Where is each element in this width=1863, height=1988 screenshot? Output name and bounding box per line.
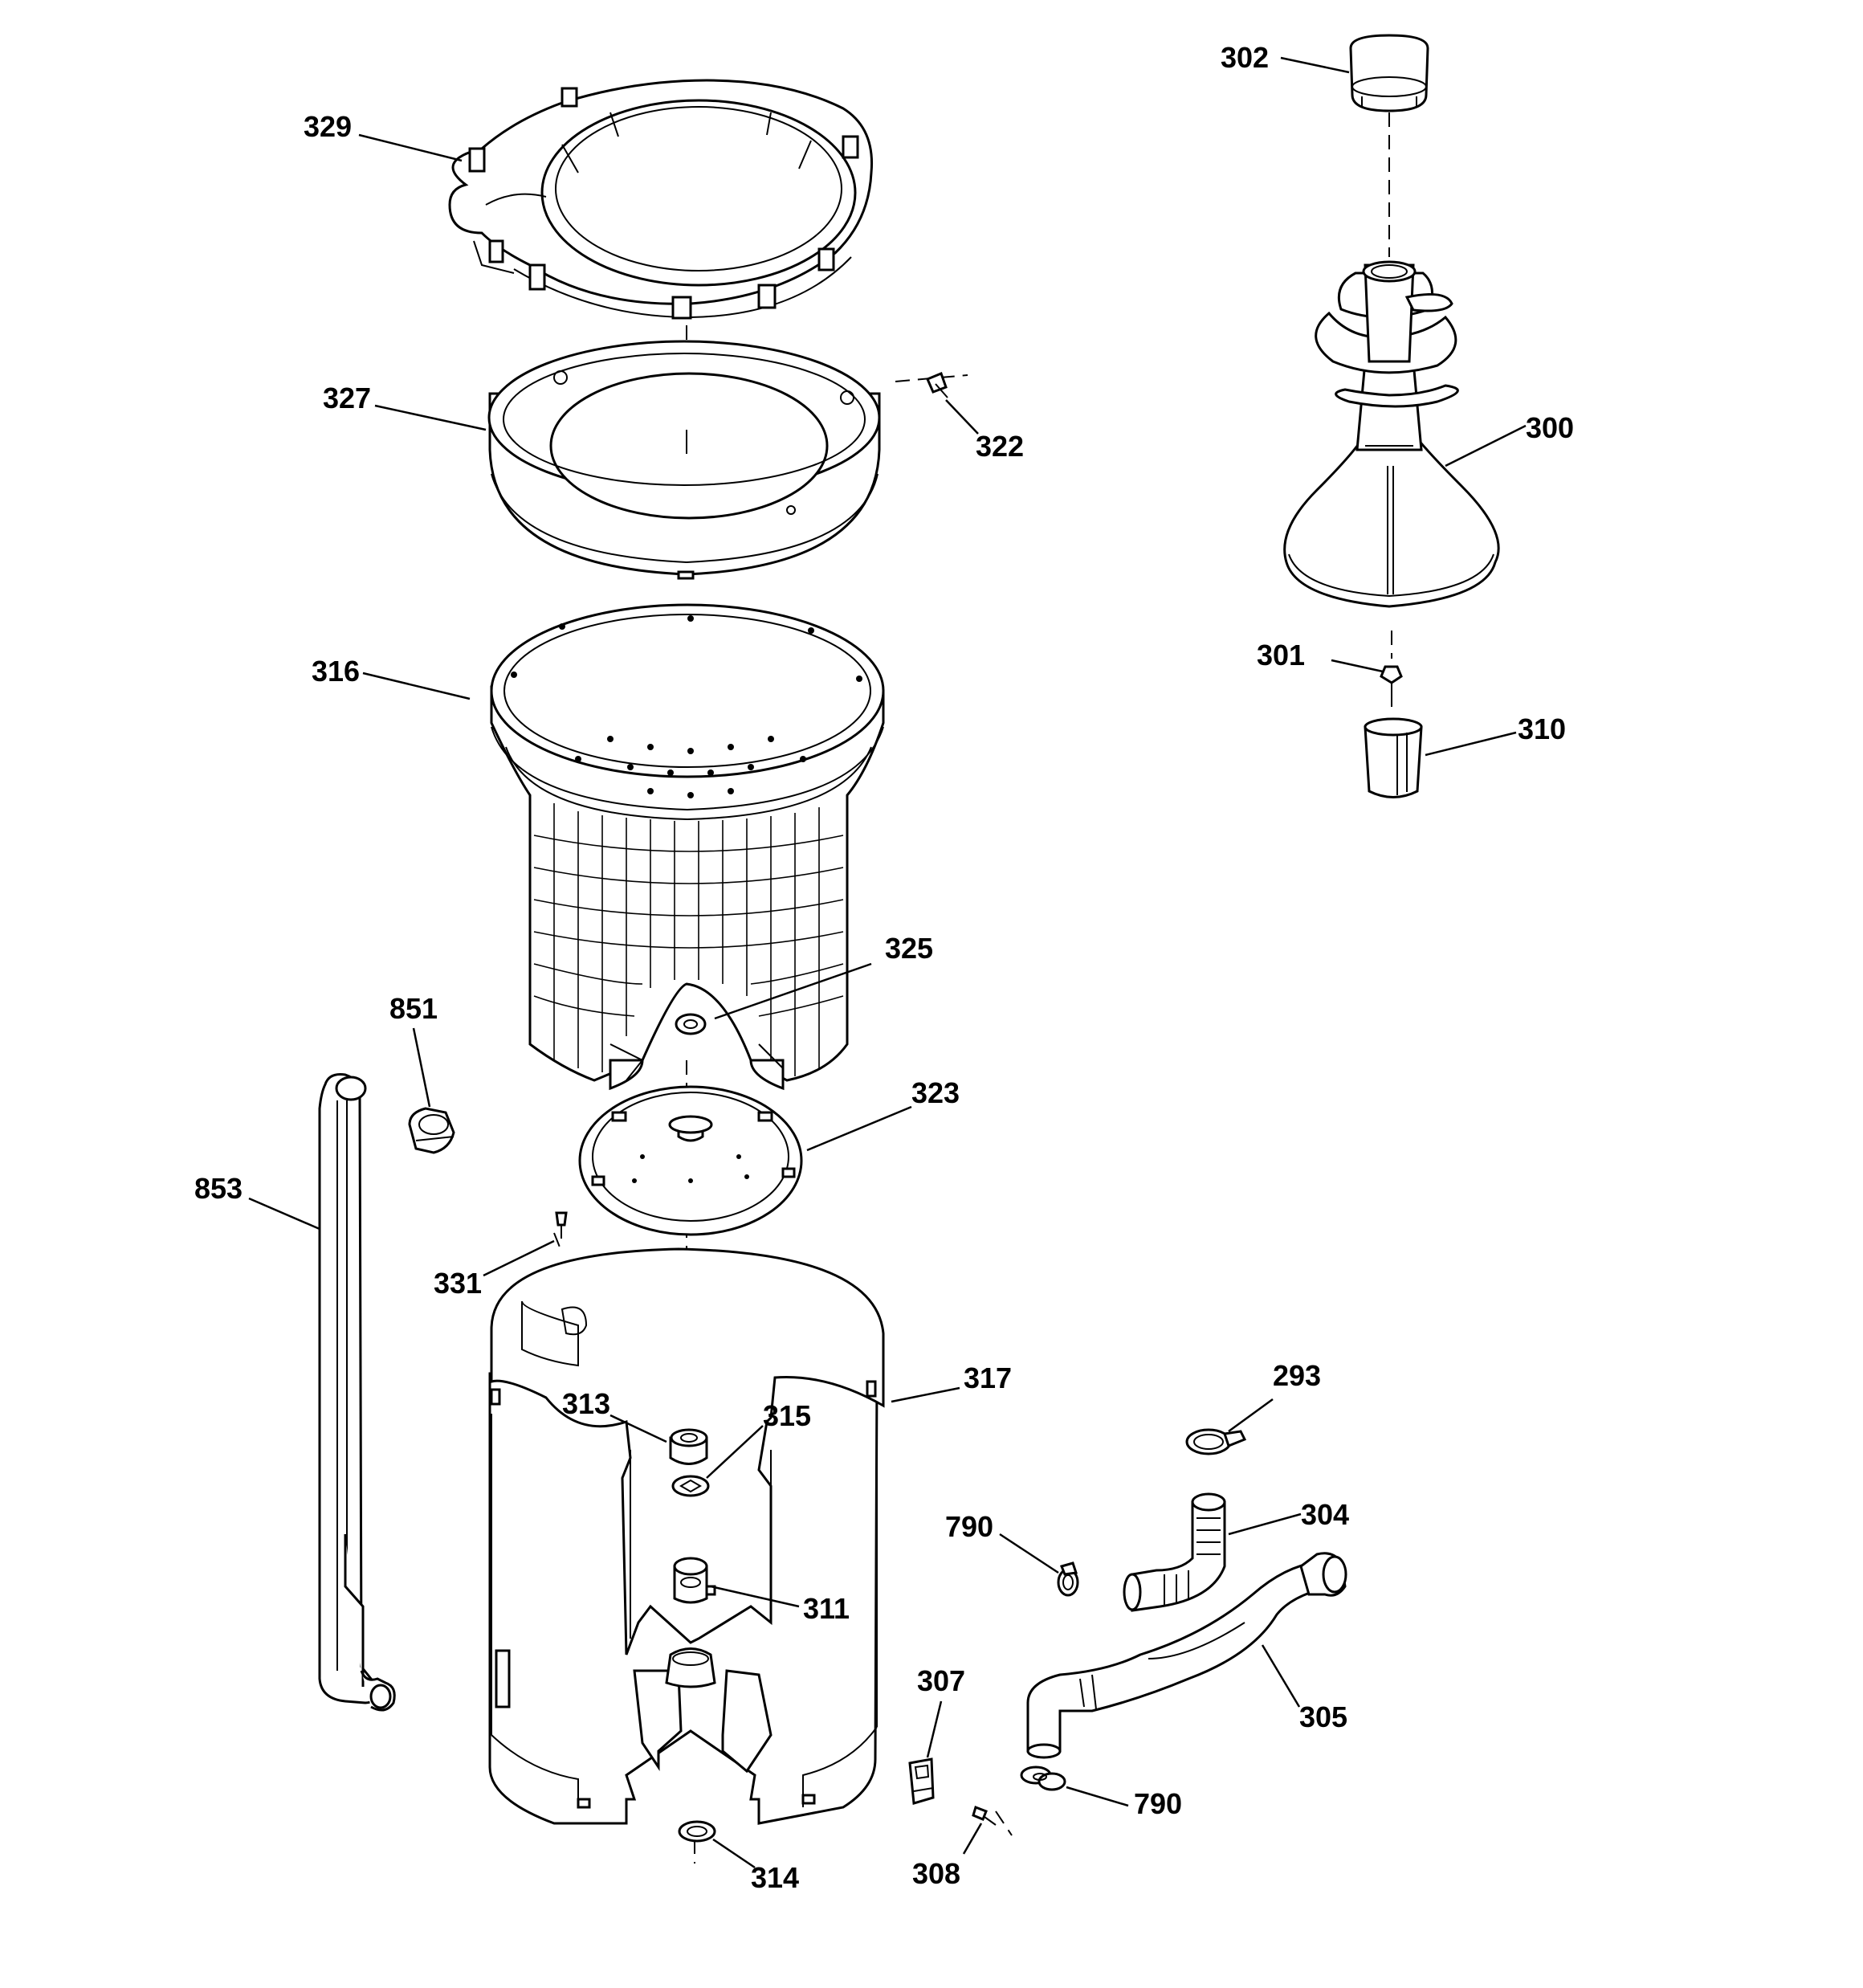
wash-basket-part [490,603,885,1091]
callout-323: 323 [911,1076,960,1109]
balance-ring-part [487,340,881,580]
callout-316: 316 [312,655,360,688]
callout-327: 327 [323,382,371,414]
callout-305: 305 [1299,1700,1347,1733]
basket-hub-part [578,1085,803,1236]
callout-308: 308 [912,1857,960,1890]
callout-314: 314 [751,1861,799,1894]
drain-hose-elbow-part [1123,1492,1226,1612]
basket-grid [533,803,844,1076]
callout-293: 293 [1273,1359,1321,1392]
bracket-part [908,1757,935,1805]
callout-790-lower: 790 [1134,1787,1182,1820]
screw-308-part [972,1806,997,1826]
callout-300: 300 [1526,411,1574,444]
seal-washer-part [671,1475,710,1497]
basket-holes [511,615,862,798]
fill-hose-part [318,1073,396,1712]
callout-329: 329 [304,110,352,143]
callout-325: 325 [885,932,933,965]
callout-311: 311 [803,1592,850,1625]
callout-301: 301 [1257,639,1305,672]
drain-hose-part [1026,1552,1347,1759]
tub-nut-part [673,1557,708,1604]
agitator-coupling-part [1364,717,1423,798]
callout-317: 317 [964,1361,1012,1394]
callout-307: 307 [917,1664,965,1697]
part-labels: 302 329 327 322 300 316 301 310 325 851 … [194,41,1574,1894]
callout-310: 310 [1518,712,1566,745]
hose-clamp-790-upper-part [1057,1561,1079,1597]
leader-lines [248,56,1527,1869]
screw-322-part [926,372,948,398]
hose-clamp-293-part [1185,1428,1247,1455]
hose-connector-part [408,1107,455,1154]
callout-315: 315 [763,1399,811,1432]
grommet-part [678,1820,716,1843]
agitator-cap-part [1349,34,1429,112]
callout-853: 853 [194,1172,243,1205]
screw-331-part [555,1211,568,1239]
hose-clamp-790-lower-part [1020,1766,1066,1791]
tub-cover-part [448,79,874,320]
callout-851: 851 [389,992,438,1025]
agitator-part [1283,260,1500,608]
callout-322: 322 [976,430,1024,463]
tub-seal-part [669,1428,708,1465]
callout-331: 331 [434,1267,482,1300]
callout-790-upper: 790 [945,1510,993,1543]
outer-tub-part [488,1247,885,1825]
callout-313: 313 [562,1387,610,1420]
agitator-bolt-part [1380,665,1403,692]
callout-302: 302 [1221,41,1269,74]
callout-304: 304 [1301,1498,1349,1531]
